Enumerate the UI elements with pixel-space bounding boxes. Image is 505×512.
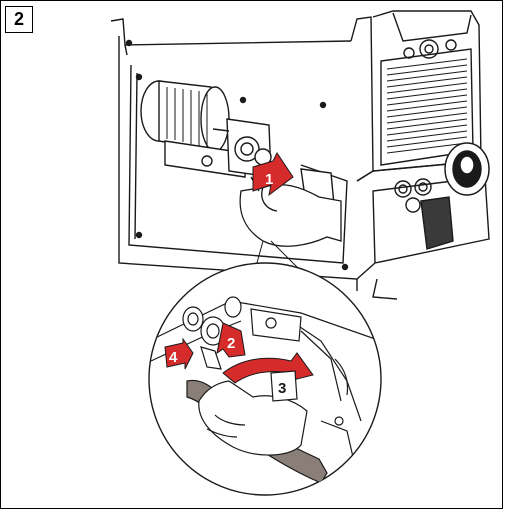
detail-view: 3 2 4 bbox=[148, 262, 382, 496]
callout-number-2: 2 bbox=[227, 335, 235, 352]
callout-number-1: 1 bbox=[265, 171, 273, 188]
callout-number-3: 3 bbox=[278, 380, 286, 397]
callout-arrow-1: 1 bbox=[252, 152, 294, 197]
step-number: 2 bbox=[5, 6, 33, 33]
callout-number-4: 4 bbox=[169, 349, 178, 366]
callout-arrow-2: 2 bbox=[216, 322, 246, 358]
wire-feed-motor bbox=[140, 80, 336, 216]
callout-arrow-4: 4 bbox=[164, 337, 194, 370]
hand-upper bbox=[239, 176, 342, 247]
callout-3: 3 bbox=[270, 370, 298, 402]
